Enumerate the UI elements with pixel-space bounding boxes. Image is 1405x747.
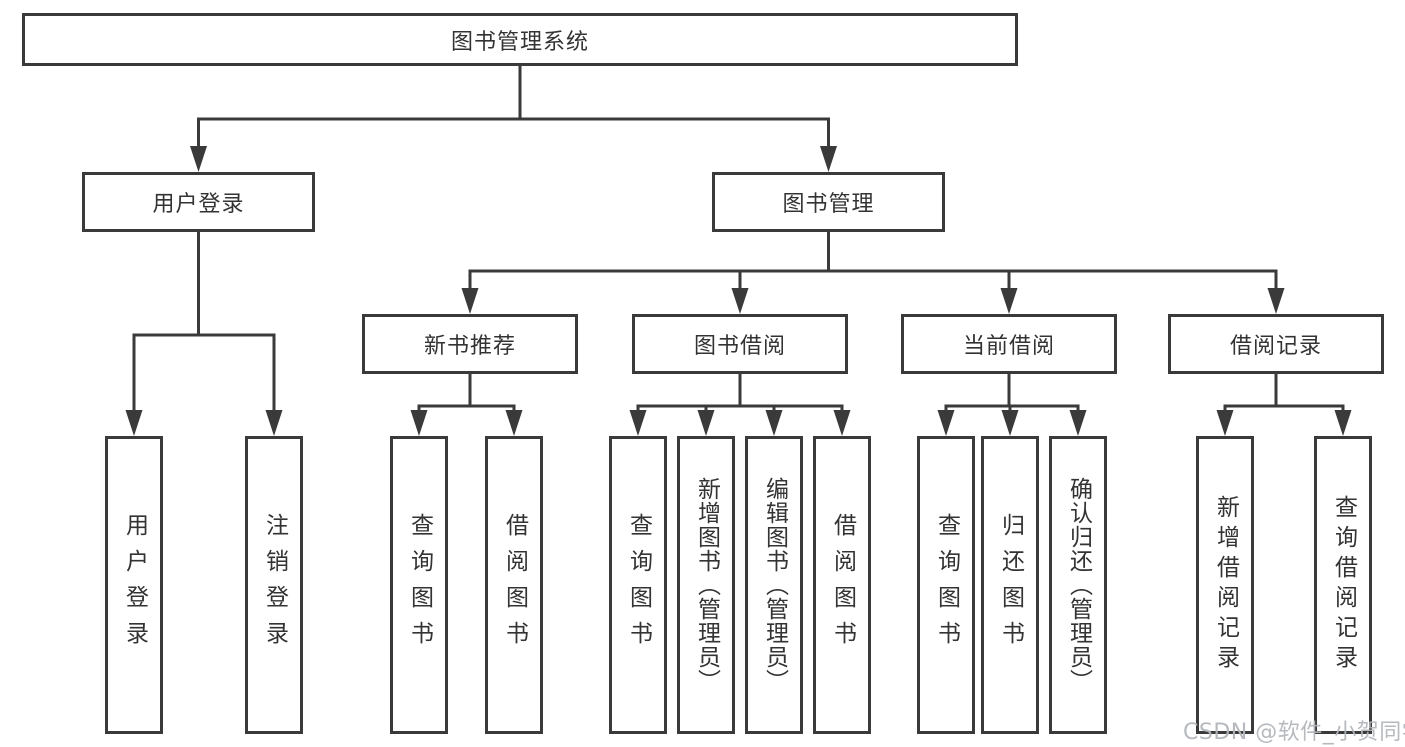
leaf-query-borrow-record: 查询借阅记录: [1314, 436, 1372, 734]
leaf-query-books-recommend: 查询图书: [390, 436, 448, 734]
node-new-book-recommend: 新书推荐: [362, 314, 578, 374]
leaf-return-books: 归还图书: [981, 436, 1039, 734]
node-current-borrow: 当前借阅: [901, 314, 1117, 374]
node-borrow-records: 借阅记录: [1168, 314, 1384, 374]
leaf-edit-book-admin: 编辑图书（管理员）: [745, 436, 803, 734]
leaf-logout: 注销登录: [245, 436, 303, 734]
node-book-management: 图书管理: [712, 172, 945, 232]
leaf-confirm-return-admin: 确认归还（管理员）: [1049, 436, 1107, 734]
leaf-borrow-books-recommend: 借阅图书: [485, 436, 543, 734]
leaf-add-book-admin: 新增图书（管理员）: [677, 436, 735, 734]
node-book-management-system: 图书管理系统: [22, 13, 1018, 66]
leaf-add-borrow-record: 新增借阅记录: [1196, 436, 1254, 734]
leaf-query-books-current: 查询图书: [917, 436, 975, 734]
leaf-query-books-borrow: 查询图书: [609, 436, 667, 734]
node-book-borrow: 图书借阅: [632, 314, 848, 374]
node-user-login: 用户登录: [82, 172, 315, 232]
watermark: CSDN @软件_小贺同学: [1183, 720, 1405, 745]
leaf-user-login: 用户登录: [105, 436, 163, 734]
leaf-borrow-books-borrow: 借阅图书: [813, 436, 871, 734]
